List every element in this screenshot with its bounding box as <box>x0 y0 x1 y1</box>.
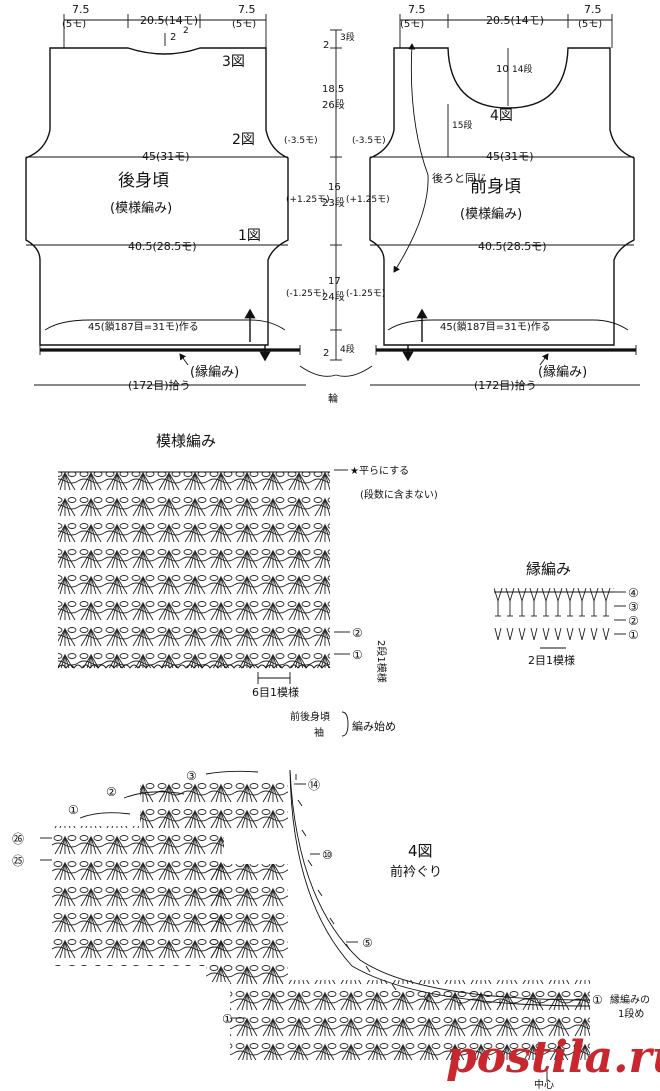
edging-chart <box>494 588 626 649</box>
neckline-subtitle: 前衿ぐり <box>390 864 442 880</box>
back-neck-rows: 2 <box>183 26 189 36</box>
back-bottom: 45(鎖187目=31モ)作る <box>88 320 199 333</box>
watermark-logo: postila.ru <box>446 1032 660 1083</box>
center-r2-rows: 26段 <box>322 98 345 111</box>
front-outline <box>369 47 635 346</box>
front-top-right-sub: (5モ) <box>578 19 602 30</box>
front-rows15: 15段 <box>452 119 472 131</box>
center-r2-cm: 18.5 <box>322 84 344 95</box>
neckline-r2-top: ② <box>106 785 117 799</box>
neckline-r10: ⑩ <box>322 848 333 862</box>
neckline-r1-top: ① <box>68 803 79 817</box>
back-title: 後身頃 <box>118 171 169 191</box>
center-dec2-right: (-1.25モ) <box>346 289 385 299</box>
neckline-r3-top: ③ <box>186 769 197 783</box>
center-r4-cm: 17 <box>328 276 341 287</box>
front-width2: 40.5(28.5モ) <box>478 240 547 253</box>
back-width1: 45(31モ) <box>142 150 190 163</box>
center-r1-cm: 2 <box>323 40 329 51</box>
edging-r1: ① <box>628 628 639 642</box>
center-dec2-left: (-1.25モ) <box>286 289 325 299</box>
neckline-r25: ㉕ <box>12 854 24 868</box>
front-top-right: 7.5 <box>584 3 602 16</box>
pattern-repeat-stitches: 6目1模様 <box>252 685 299 699</box>
pattern-chart <box>57 469 350 684</box>
back-pickup: (172目)拾う <box>128 378 191 392</box>
center-dec-left: (-3.5モ) <box>284 136 318 146</box>
pattern-repeat-rows: 2段1模様 <box>375 640 388 683</box>
back-subtitle: (模様編み) <box>110 200 172 216</box>
pattern-title: 模様編み <box>156 432 216 450</box>
neckline-edge-start2: 1段め <box>618 1007 644 1020</box>
back-outline <box>25 47 289 346</box>
pattern-start-line2: 袖 <box>314 726 324 739</box>
back-border-label: (縁編み) <box>190 364 239 380</box>
center-r4-rows: 24段 <box>322 290 345 303</box>
pattern-start-label: 編み始め <box>352 719 396 733</box>
back-neck-depth: 2 <box>170 32 176 43</box>
front-top-center: 20.5(14モ) <box>486 14 544 27</box>
front-same-as-back: 後ろと同じ <box>432 171 487 185</box>
front-top-left-sub: (5モ) <box>400 19 424 30</box>
pattern-row2: ② <box>352 626 363 640</box>
center-dec-right: (-3.5モ) <box>352 136 386 146</box>
center-r1-rows: 3段 <box>340 31 355 43</box>
back-fig1: 1図 <box>238 228 261 244</box>
center-inc-left: (+1.25モ) <box>286 195 330 205</box>
pattern-flat-note: ★平らにする <box>350 465 409 477</box>
back-fig2: 2図 <box>232 132 255 148</box>
back-top-left: 7.5 <box>72 3 90 16</box>
front-title: 前身頃 <box>470 177 521 197</box>
center-ring: 輪 <box>328 392 338 405</box>
back-width2: 40.5(28.5モ) <box>128 240 197 253</box>
neckline-r14: ⑭ <box>308 778 320 792</box>
edging-repeat: 2目1模様 <box>528 653 575 667</box>
front-width1: 45(31モ) <box>486 150 534 163</box>
front-fig4: 4図 <box>490 108 513 124</box>
back-top-left-sub: (5モ) <box>62 19 86 30</box>
front-neck-depth: 10 <box>496 64 509 75</box>
neckline-title: 4図 <box>408 842 433 860</box>
front-neck-rows: 14段 <box>512 63 532 75</box>
front-body-schematic <box>369 14 640 386</box>
edging-r4: ④ <box>628 586 639 600</box>
front-top-left: 7.5 <box>408 3 426 16</box>
center-r5-rows: 4段 <box>340 343 355 355</box>
pattern-row1: ① <box>352 648 363 662</box>
edging-r3: ③ <box>628 600 639 614</box>
back-top-right: 7.5 <box>238 3 256 16</box>
back-body-schematic <box>25 14 306 386</box>
front-border-label: (縁編み) <box>538 364 587 380</box>
center-r3-cm: 16 <box>328 182 341 193</box>
front-pickup: (172目)拾う <box>474 378 537 392</box>
front-subtitle: (模様編み) <box>460 206 522 222</box>
neckline-chart <box>40 769 591 1082</box>
center-r5-cm: 2 <box>323 348 329 359</box>
back-fig3: 3図 <box>222 54 245 70</box>
back-top-right-sub: (5モ) <box>232 19 256 30</box>
neckline-r1-right: ① <box>592 993 603 1007</box>
back-top-center: 20.5(14モ) <box>140 14 198 27</box>
edging-r2: ② <box>628 614 639 628</box>
neckline-center: 中心 <box>534 1078 554 1091</box>
center-measurements <box>299 29 373 377</box>
pattern-not-counted: (段数に含まない) <box>360 488 438 501</box>
edging-title: 縁編み <box>526 560 571 578</box>
neckline-r1-bottom: ① <box>222 1012 233 1026</box>
center-r3-rows: 23段 <box>322 196 345 209</box>
neckline-r5: ⑤ <box>362 936 373 950</box>
pattern-start-line1: 前後身頃 <box>290 710 330 723</box>
neckline-edge-start: 縁編みの <box>610 993 650 1006</box>
neckline-r26: ㉖ <box>12 832 24 846</box>
center-inc-right: (+1.25モ) <box>346 195 390 205</box>
front-bottom: 45(鎖187目=31モ)作る <box>440 320 551 333</box>
